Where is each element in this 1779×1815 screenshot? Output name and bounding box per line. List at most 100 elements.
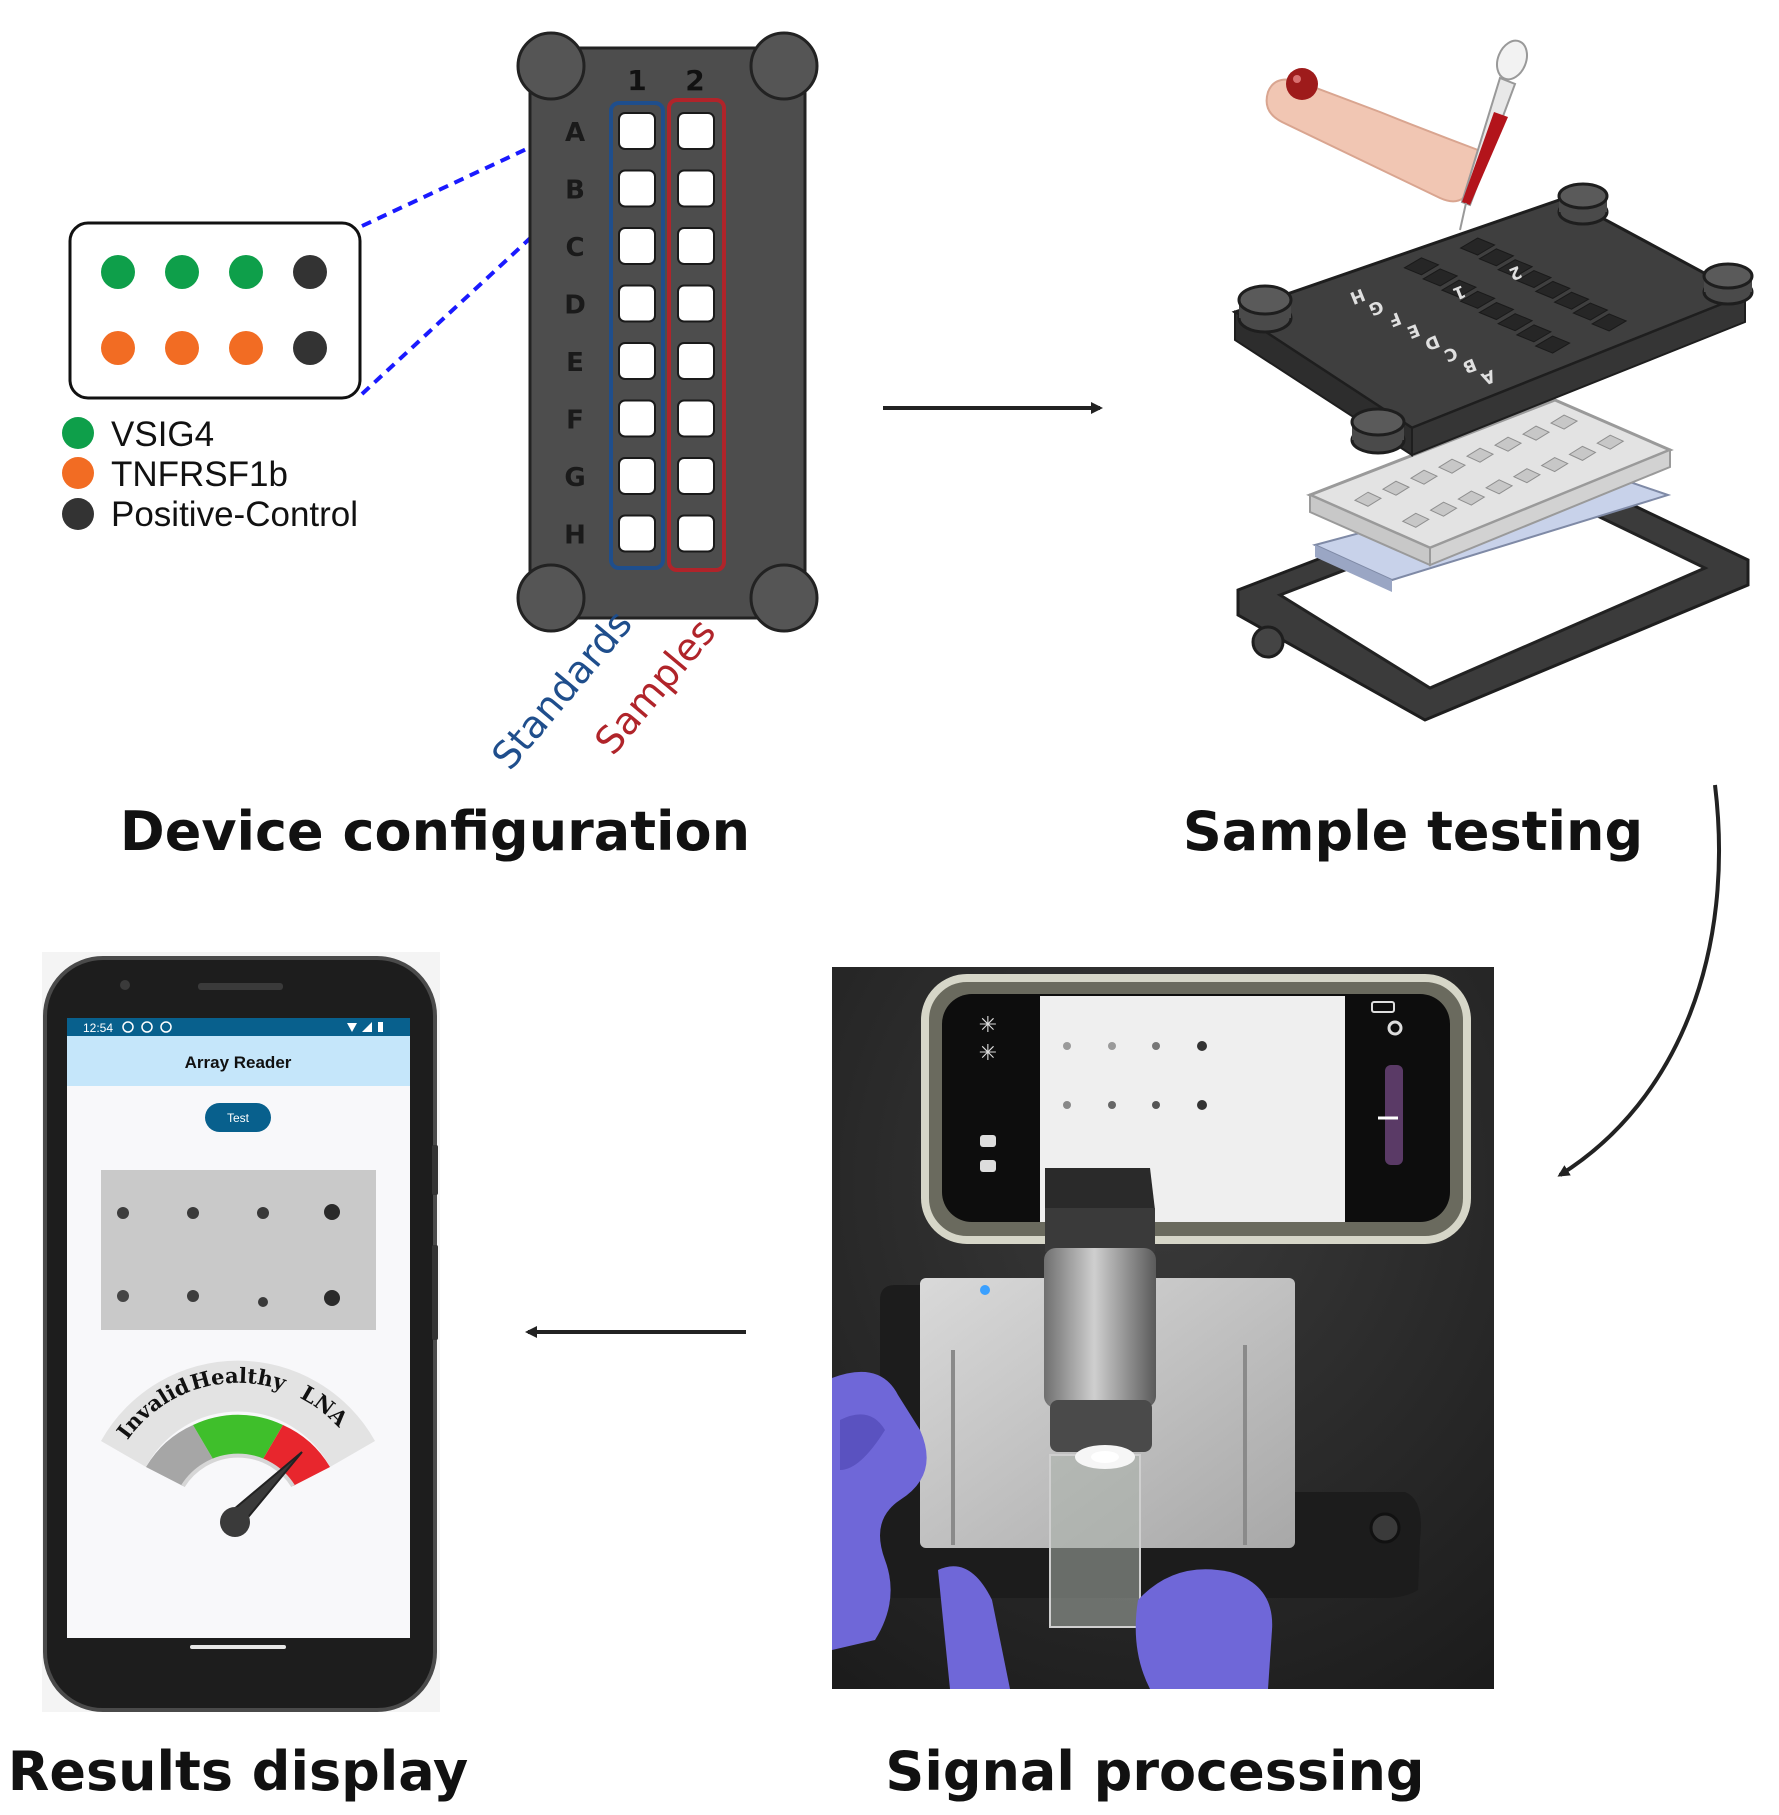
camera-attachment [1045,1168,1155,1210]
blood-drop-highlight [1293,75,1301,83]
reader-screw [1369,1512,1401,1544]
vsig4-spot [101,255,135,289]
legend-label-tnfrsf1b: TNFRSF1b [111,455,288,494]
right-gloved-hand [938,1566,1010,1689]
vsig4-spot [165,255,199,289]
gasket-well [1429,501,1458,517]
gasket-well [1540,456,1569,473]
device-configuration-panel: VSIG4 TNFRSF1b Positive-Control 1 2 ABCD… [62,31,819,863]
plate-row-letter: D [1422,330,1443,354]
device-corner-knob [516,563,586,633]
legend: VSIG4 TNFRSF1b Positive-Control [62,415,358,534]
gauge-healthy-zone [193,1414,283,1459]
plate-well [1534,335,1571,354]
status-icons-left [122,1021,172,1033]
reader-slide [1049,1454,1141,1628]
samples-well [677,227,715,265]
samples-well [677,169,715,208]
plate-well [1553,291,1590,310]
standards-well [618,342,656,380]
gasket-well [1596,434,1625,450]
plate-well [1497,259,1534,278]
row-letter: A [565,118,585,148]
plate-well [1591,313,1628,332]
right-gloved-hand-2 [1135,1569,1273,1689]
plate-well [1440,279,1478,298]
plate-well [1478,248,1515,267]
row-letter: D [564,291,586,321]
row-letter: F [566,406,584,436]
row-letter: C [565,233,584,263]
gasket-well [1465,447,1495,463]
tnfrsf1b-spot [229,331,263,365]
plate-well [1403,257,1440,276]
samples-well [677,457,715,495]
array-image-spots [117,1204,340,1307]
spot-grid [101,255,327,365]
test-button-label: Test [227,1111,250,1125]
app-header [67,1036,410,1086]
gasket-well [1568,445,1597,461]
samples-well [677,399,715,438]
svg-text:✳: ✳ [979,1041,997,1066]
plate-well [1478,301,1515,321]
plate-well [1515,269,1553,289]
sample-testing-title: Sample testing [1183,800,1643,863]
spot-detail-box [68,221,362,400]
device-corner-knob [749,563,819,633]
gasket-well [1437,458,1467,474]
gasket-well [1353,491,1383,507]
arrow-to-signal-processing [1557,784,1722,1177]
positive-control-spot [293,331,327,365]
tnfrsf1b-spot [165,331,199,365]
column-number-1: 1 [627,64,646,97]
status-time: 12:54 [83,1021,113,1035]
gauge-outer-band [101,1360,375,1467]
signal-processing-title: Signal processing [885,1740,1424,1803]
gasket-well [1521,425,1551,441]
frame-knob [1251,625,1285,659]
samples-well [677,284,715,323]
plate-well [1459,290,1496,309]
test-button[interactable] [205,1103,271,1132]
plate-row-letter: G [1366,295,1386,319]
samples-column-outline [667,98,726,572]
gauge-invalid-zone [146,1425,213,1486]
gasket-well [1409,469,1439,485]
standards-well [618,457,656,495]
gasket-wells [1353,414,1625,528]
plate-well [1497,313,1534,332]
samples-well [677,514,715,553]
plate-well [1459,237,1496,256]
legend-swatch-tnfrsf1b [62,457,94,489]
vsig4-spot [229,255,263,289]
gasket-well [1512,468,1541,484]
plate-well [1572,302,1609,321]
home-indicator [190,1645,286,1649]
row-letter: H [564,521,586,551]
signal-processing-panel: ✳ ✳ Signal processing [832,967,1494,1803]
status-icons-right [347,1022,383,1032]
phone-speaker [198,983,283,990]
standards-well [618,112,656,150]
device-corner-knob [749,31,819,101]
legend-swatch-vsig4 [62,417,94,449]
svg-text:✳: ✳ [979,1013,997,1038]
column-number-2: 2 [685,64,704,97]
camera-controls-right [1371,1001,1403,1165]
phone-side-button [432,1145,438,1195]
gasket-well [1550,414,1579,430]
device-configuration-title: Device configuration [120,800,750,863]
legend-label-positive-control: Positive-Control [111,495,358,534]
camera-controls-left: ✳ ✳ [979,1013,997,1172]
device-corner-knob [516,31,586,101]
gasket-well [1401,512,1430,528]
pipette-icon [1459,39,1528,231]
standards-well [618,227,656,265]
legend-label-vsig4: VSIG4 [111,415,214,454]
plate-wells [1403,237,1628,354]
camera-preview-spots [1063,1041,1207,1110]
